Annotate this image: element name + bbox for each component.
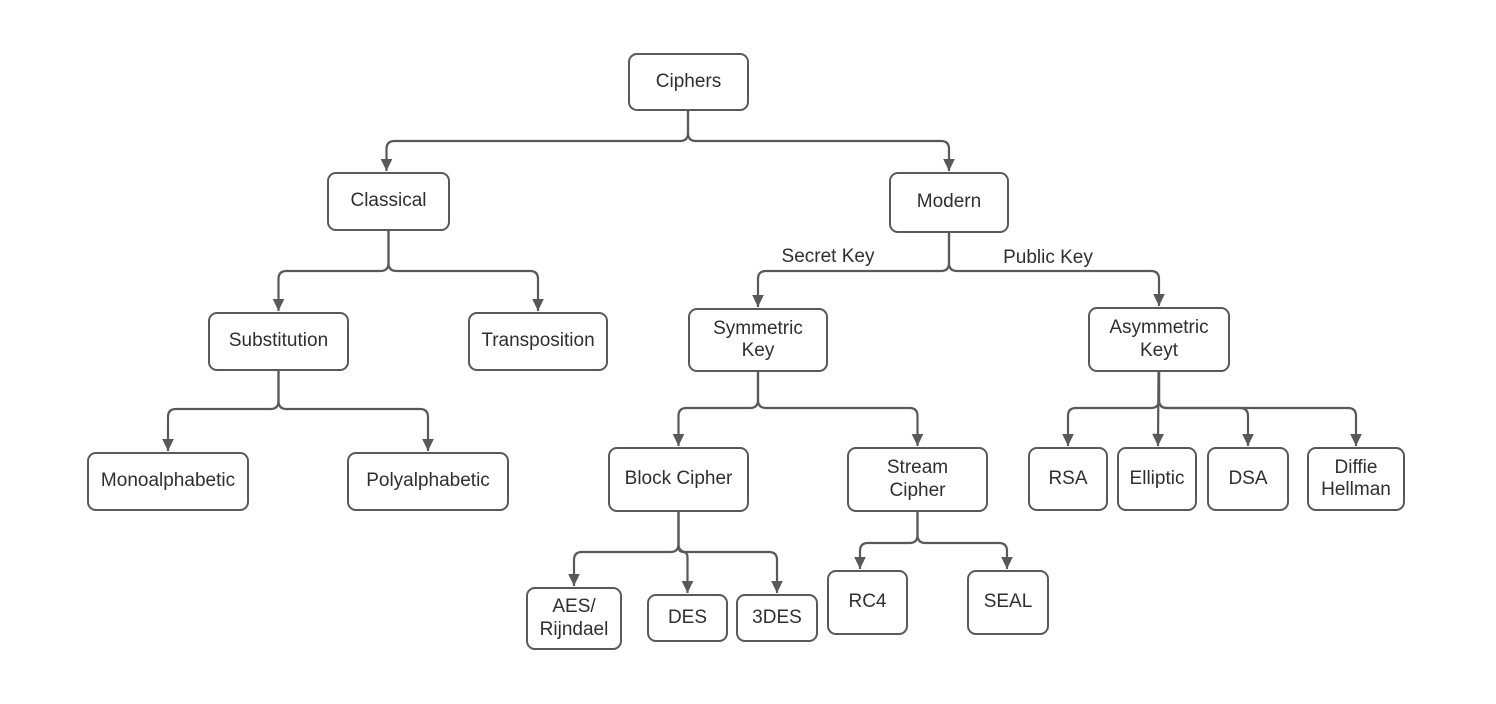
edge-substitution-polyalphabetic: [277, 371, 434, 451]
node-symmetric-key[interactable]: Symmetric Key: [688, 308, 828, 372]
node-transposition[interactable]: Transposition: [468, 312, 608, 371]
node-des[interactable]: DES: [647, 594, 728, 642]
edge-block-3des: [677, 512, 783, 593]
node-block-cipher[interactable]: Block Cipher: [608, 447, 749, 512]
node-dsa[interactable]: DSA: [1207, 447, 1289, 511]
edge-block-aes-rijndael: [568, 512, 680, 586]
node-rc4[interactable]: RC4: [827, 570, 908, 635]
node-rsa[interactable]: RSA: [1028, 447, 1108, 511]
node-asymmetric-keyt[interactable]: Asymmetric Keyt: [1088, 307, 1230, 372]
edge-ciphers-modern: [686, 111, 955, 171]
edge-symmetric-block-cipher: [672, 372, 760, 446]
edge-stream-seal: [916, 512, 1013, 569]
node-polyalphabetic[interactable]: Polyalphabetic: [347, 452, 509, 511]
edge-modern-symmetric: [752, 233, 951, 307]
edge-symmetric-stream-cipher: [756, 372, 924, 446]
node-3des[interactable]: 3DES: [736, 594, 818, 642]
edge-classical-transposition: [387, 231, 544, 311]
edge-classical-substitution: [272, 231, 390, 311]
node-ciphers[interactable]: Ciphers: [628, 53, 749, 111]
edge-ciphers-classical: [380, 111, 690, 171]
node-seal[interactable]: SEAL: [967, 570, 1049, 635]
edge-modern-asymmetric: [947, 233, 1165, 306]
node-diffie-hellman[interactable]: Diffie Hellman: [1307, 447, 1405, 511]
edge-label-public-key: Public Key: [1000, 247, 1096, 269]
node-elliptic[interactable]: Elliptic: [1117, 447, 1197, 511]
node-classical[interactable]: Classical: [327, 172, 450, 231]
node-aes-rijndael[interactable]: AES/ Rijndael: [526, 587, 622, 650]
node-stream-cipher[interactable]: Stream Cipher: [847, 447, 988, 512]
edge-stream-rc4: [854, 512, 919, 569]
edge-asymmetric-rsa: [1062, 372, 1161, 446]
edge-substitution-monoalphabetic: [162, 371, 280, 451]
edge-asymmetric-diffie-hellman: [1157, 372, 1362, 446]
edge-label-secret-key: Secret Key: [778, 246, 878, 268]
node-modern[interactable]: Modern: [889, 172, 1009, 233]
node-monoalphabetic[interactable]: Monoalphabetic: [87, 452, 249, 511]
node-substitution[interactable]: Substitution: [208, 312, 349, 371]
